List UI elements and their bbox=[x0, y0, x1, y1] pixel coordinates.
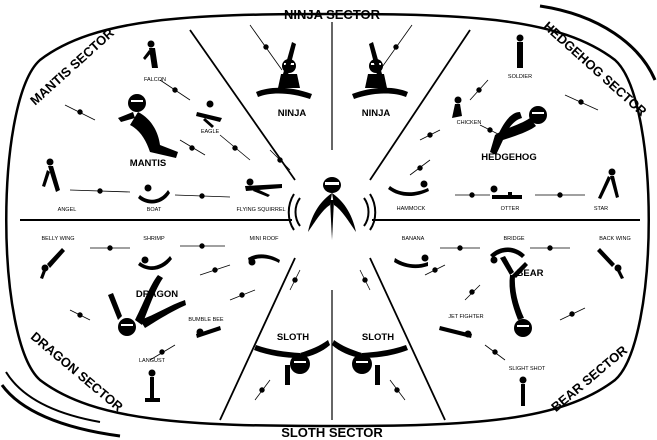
chicken-figure-icon bbox=[452, 97, 462, 119]
sloth-left-figure-icon bbox=[254, 340, 330, 385]
eagle-figure-icon bbox=[196, 101, 222, 129]
soldier-figure-icon bbox=[517, 35, 524, 69]
angel-figure-icon bbox=[42, 159, 60, 193]
pose-label-otter: OTTER bbox=[501, 206, 520, 212]
sector-label-hedgehog: HEDGEHOG SECTOR bbox=[540, 18, 650, 119]
sector-label-dragon: DRAGON SECTOR bbox=[28, 329, 126, 415]
pose-label-langust: LANGUST bbox=[139, 358, 166, 364]
pose-label-belly-wing: BELLY WING bbox=[41, 236, 74, 242]
pose-label-soldier: SOLDIER bbox=[508, 74, 532, 80]
pose-label-angel: ANGEL bbox=[58, 207, 77, 213]
boat-figure-icon bbox=[138, 185, 170, 204]
bumble-bee-figure-icon bbox=[196, 326, 221, 338]
dragon-figure-icon bbox=[108, 275, 186, 336]
banana-figure-icon bbox=[394, 255, 429, 269]
pose-label-falcon: FALCON bbox=[144, 77, 166, 83]
pose-label-slight-shot: SLIGHT SHOT bbox=[509, 366, 546, 372]
main-label-sloth-left: SLOTH bbox=[277, 332, 309, 343]
pose-label-eagle: EAGLE bbox=[201, 129, 220, 135]
pose-label-back-wing: BACK WING bbox=[599, 236, 630, 242]
pose-label-boat: BOAT bbox=[147, 207, 162, 213]
ninja-left-figure-icon bbox=[256, 42, 312, 99]
main-label-hedgehog: HEDGEHOG bbox=[481, 152, 536, 163]
mantis-figure-icon bbox=[118, 94, 178, 158]
flying-squirrel-figure-icon bbox=[245, 179, 282, 198]
hedgehog-figure-icon bbox=[490, 106, 547, 155]
pose-label-mini-roof: MINI ROOF bbox=[249, 236, 279, 242]
sector-label-mantis: MANTIS SECTOR bbox=[27, 25, 117, 108]
main-label-bear: BEAR bbox=[517, 268, 544, 279]
langust-figure-icon bbox=[145, 370, 160, 403]
shrimp-figure-icon bbox=[138, 256, 172, 270]
pose-label-chicken: CHICKEN bbox=[457, 120, 482, 126]
pose-label-jet-fighter: JET FIGHTER bbox=[448, 314, 483, 320]
main-label-sloth-right: SLOTH bbox=[362, 332, 394, 343]
star-figure-icon bbox=[598, 169, 619, 200]
pose-label-star: STAR bbox=[594, 206, 608, 212]
pose-label-shrimp: SHRIMP bbox=[143, 236, 165, 242]
mini-roof-figure-icon bbox=[248, 254, 280, 265]
main-label-mantis: MANTIS bbox=[130, 158, 166, 169]
main-label-ninja-left: NINJA bbox=[278, 108, 307, 119]
otter-figure-icon bbox=[491, 186, 523, 200]
main-label-dragon: DRAGON bbox=[136, 289, 178, 300]
ninja-right-figure-icon bbox=[352, 42, 408, 99]
sector-label-ninja: NINJA SECTOR bbox=[284, 7, 381, 22]
pose-label-hammock: HAMMOCK bbox=[397, 206, 426, 212]
falcon-figure-icon bbox=[143, 41, 158, 69]
pose-label-flying-squirrel: FLYING SQUIRREL bbox=[236, 207, 285, 213]
belly-wing-figure-icon bbox=[40, 248, 65, 279]
pose-label-banana: BANANA bbox=[402, 236, 425, 242]
sloth-right-figure-icon bbox=[332, 340, 408, 385]
hammock-figure-icon bbox=[388, 181, 429, 197]
pose-label-bumble-bee: BUMBLE BEE bbox=[188, 317, 223, 323]
sector-label-sloth: SLOTH SECTOR bbox=[281, 425, 383, 440]
main-label-ninja-right: NINJA bbox=[362, 108, 391, 119]
jet-fighter-figure-icon bbox=[439, 326, 472, 338]
back-wing-figure-icon bbox=[597, 248, 624, 279]
center-logo-icon bbox=[289, 177, 376, 240]
slight-shot-figure-icon bbox=[520, 377, 527, 407]
pose-label-bridge: BRIDGE bbox=[503, 236, 524, 242]
